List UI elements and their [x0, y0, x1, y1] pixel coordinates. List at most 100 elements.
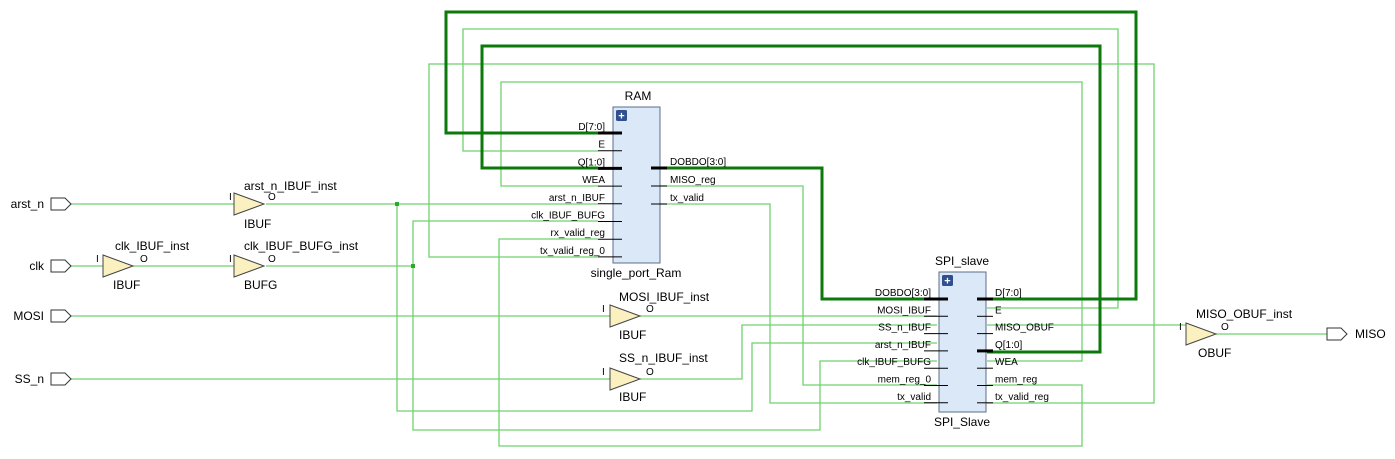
pin-label: SS_n_IBUF [878, 323, 931, 334]
block-type: single_port_Ram [591, 266, 682, 280]
block-type: SPI_Slave [934, 415, 990, 429]
pin-label: Q[1:0] [995, 340, 1022, 351]
pin-label: D[7:0] [578, 122, 605, 133]
port-shape [1326, 327, 1348, 341]
cell-type: OBUF [1198, 346, 1231, 360]
expand-plus-icon: + [944, 276, 950, 288]
port-shape [50, 259, 72, 273]
pin-label: DOBDO[3:0] [670, 157, 726, 168]
spi-output-pins: D[7:0] E MISO_OBUF Q[1:0] WEA mem_reg tx_valid… [977, 288, 1054, 404]
cell-name: arst_n_IBUF_inst [244, 179, 337, 193]
mosi-ibuf-cell[interactable]: MOSI_IBUF_inst I O IBUF [602, 290, 710, 342]
buffer-triangle-icon [102, 254, 135, 278]
cell-name: MISO_OBUF_inst [1196, 307, 1293, 321]
clk-bufg-cell[interactable]: clk_IBUF_BUFG_inst I O BUFG [229, 239, 359, 292]
pin-label: mem_reg_0 [878, 375, 932, 386]
pin-out-label: O [646, 304, 654, 315]
net-arst_n-to-spi[interactable] [396, 204, 937, 412]
net-clk-to-ram[interactable] [412, 220, 598, 266]
clk-ibuf-cell[interactable]: clk_IBUF_inst I O IBUF [96, 239, 190, 292]
net-rx_valid[interactable] [498, 238, 1083, 447]
pin-label: WEA [995, 357, 1018, 368]
miso-obuf-cell[interactable]: MISO_OBUF_inst I O OBUF [1179, 307, 1293, 360]
pin-label: Q[1:0] [578, 157, 605, 168]
bus-dobdo[interactable] [654, 166, 937, 301]
block-body [938, 271, 987, 413]
expand-button[interactable] [942, 275, 953, 286]
spi-slave-block[interactable]: SPI_slave + SPI_Slave DOBDO[3:0] MOSI_IBU… [857, 254, 1054, 429]
pin-in-label: I [96, 254, 99, 265]
cell-type: BUFG [244, 278, 277, 292]
pin-label: tx_valid_reg [995, 392, 1049, 403]
net-ss_n-ibuf[interactable] [640, 324, 937, 380]
pin-label: DOBDO[3:0] [875, 288, 931, 299]
port-arst_n[interactable]: arst_n [11, 197, 72, 211]
net-clk-to-spi[interactable] [412, 266, 937, 431]
pin-in-label: I [602, 367, 605, 378]
pin-label: tx_valid_reg_0 [540, 246, 605, 257]
port-label: MOSI [13, 309, 44, 323]
cell-name: clk_IBUF_inst [115, 239, 190, 253]
pin-in-label: I [229, 254, 232, 265]
pin-label: arst_n_IBUF [549, 193, 605, 204]
pin-label: tx_valid [897, 392, 931, 403]
bus-q[interactable] [480, 44, 1102, 354]
cell-type: IBUF [244, 217, 271, 231]
pin-label: mem_reg [995, 375, 1037, 386]
net-tx_valid[interactable] [654, 203, 937, 404]
net-e[interactable] [462, 28, 1119, 309]
block-title: SPI_slave [935, 254, 989, 268]
pin-label: MISO_OBUF [995, 323, 1054, 334]
pin-out-label: O [1221, 322, 1229, 333]
port-shape [50, 309, 72, 323]
net-tx_valid_reg[interactable] [428, 63, 1155, 404]
pin-label: WEA [582, 175, 605, 186]
nets [71, 28, 1327, 447]
buffer-triangle-icon [233, 254, 266, 278]
port-miso[interactable]: MISO [1326, 327, 1386, 341]
ss_n-ibuf-cell[interactable]: SS_n_IBUF_inst I O IBUF [602, 351, 708, 404]
junction-arst_n [395, 202, 399, 206]
cell-type: IBUF [619, 390, 646, 404]
pin-label: rx_valid_reg [551, 228, 605, 239]
buffer-triangle-icon [1185, 322, 1218, 346]
pin-label: E [995, 305, 1002, 316]
pin-out-label: O [646, 367, 654, 378]
cell-name: SS_n_IBUF_inst [619, 351, 708, 365]
port-mosi[interactable]: MOSI [13, 309, 72, 323]
pin-label: clk_IBUF_BUFG [531, 211, 605, 222]
ram-output-pins: DOBDO[3:0] MISO_reg tx_valid [651, 157, 726, 205]
port-ss_n[interactable]: SS_n [15, 372, 72, 386]
buffer-triangle-icon [609, 367, 642, 391]
pin-label: E [598, 140, 605, 151]
pin-label: clk_IBUF_BUFG [857, 357, 931, 368]
port-label: MISO [1355, 327, 1386, 341]
pin-label: MOSI_IBUF [877, 305, 931, 316]
buffer-triangle-icon [609, 304, 642, 328]
pin-out-label: O [268, 254, 276, 265]
pin-in-label: I [602, 304, 605, 315]
spi-input-pins: DOBDO[3:0]MOSI_IBUFSS_n_IBUFarst_n_IBUFc… [857, 288, 948, 404]
cell-name: clk_IBUF_BUFG_inst [244, 239, 359, 253]
cell-name: MOSI_IBUF_inst [619, 290, 710, 304]
buffer-triangle-icon [233, 192, 266, 216]
pin-label: D[7:0] [995, 288, 1022, 299]
net-wea[interactable] [500, 81, 1083, 362]
pin-label: MISO_reg [670, 175, 716, 186]
pin-in-label: I [229, 192, 232, 203]
arst_n-ibuf-cell[interactable]: arst_n_IBUF_inst I O IBUF [229, 179, 337, 231]
pin-label: tx_valid [670, 193, 704, 204]
net-miso_reg[interactable] [654, 185, 937, 386]
pin-out-label: O [268, 192, 276, 203]
bus-d[interactable] [444, 10, 1138, 301]
port-clk[interactable]: clk [29, 259, 72, 273]
block-title: RAM [625, 89, 652, 103]
expand-button[interactable] [616, 110, 627, 121]
port-shape [50, 197, 72, 211]
ram-block[interactable]: RAM + single_port_Ram D[7:0]EQ[1:0]WEAar… [531, 89, 726, 280]
port-label: SS_n [15, 372, 44, 386]
cell-type: IBUF [619, 328, 646, 342]
cell-type: IBUF [113, 278, 140, 292]
port-label: clk [29, 259, 45, 273]
